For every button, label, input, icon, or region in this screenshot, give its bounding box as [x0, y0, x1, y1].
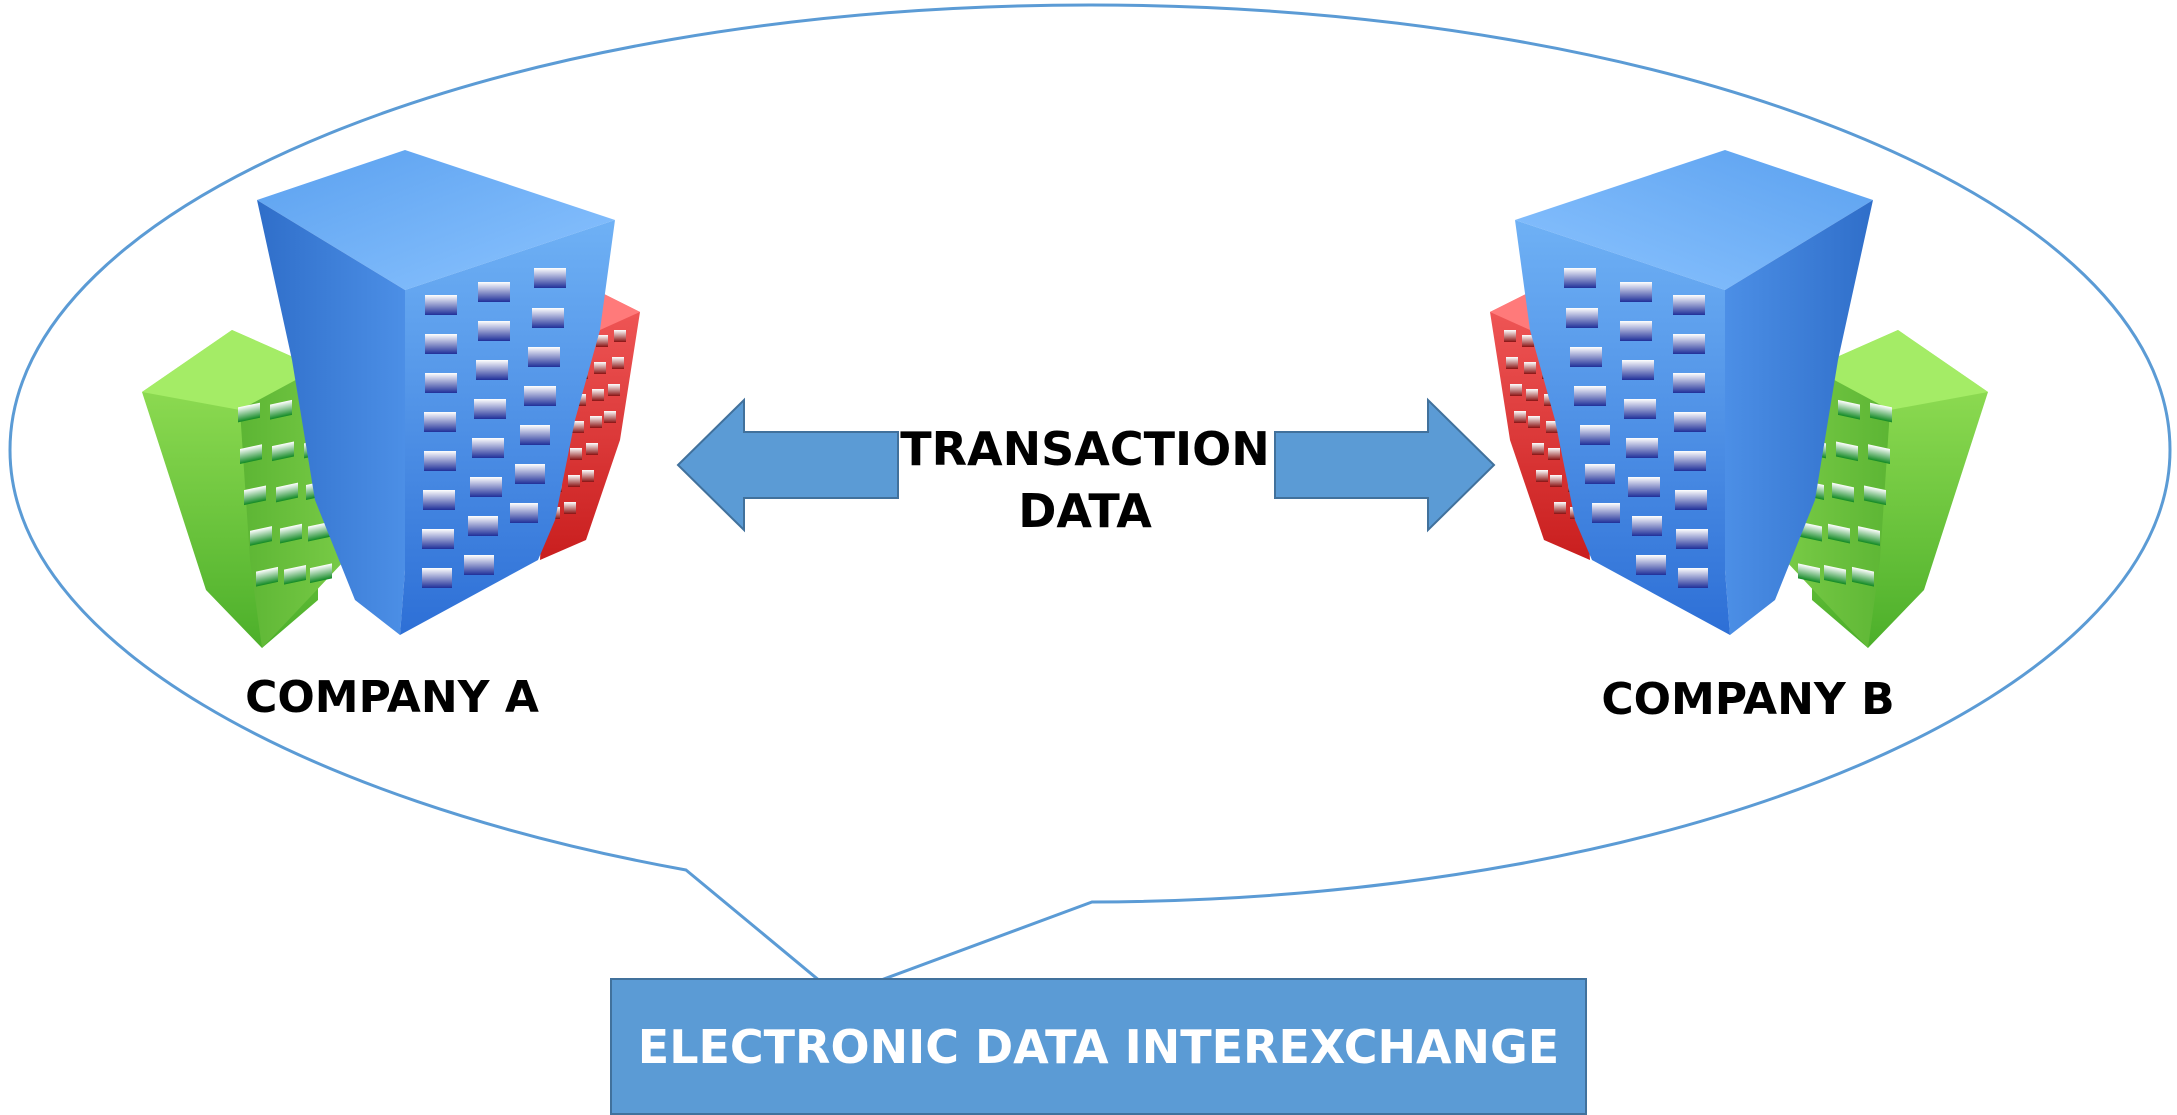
transaction-data-label: TRANSACTION DATA: [890, 418, 1280, 542]
callout-bubble-outline: [8, 3, 2172, 998]
edi-callout-box: ELECTRONIC DATA INTEREXCHANGE: [610, 978, 1587, 1115]
company-b-label: COMPANY B: [1601, 674, 1895, 725]
edi-callout-label: ELECTRONIC DATA INTEREXCHANGE: [637, 1019, 1560, 1074]
company-b-buildings-icon: [1490, 150, 1988, 648]
right-arrow: [1274, 397, 1496, 533]
transaction-label-line1: TRANSACTION: [900, 422, 1270, 476]
company-a-buildings-icon: [142, 150, 640, 648]
company-a-label: COMPANY A: [245, 672, 539, 723]
transaction-label-line2: DATA: [1018, 484, 1152, 538]
left-arrow: [676, 397, 899, 533]
